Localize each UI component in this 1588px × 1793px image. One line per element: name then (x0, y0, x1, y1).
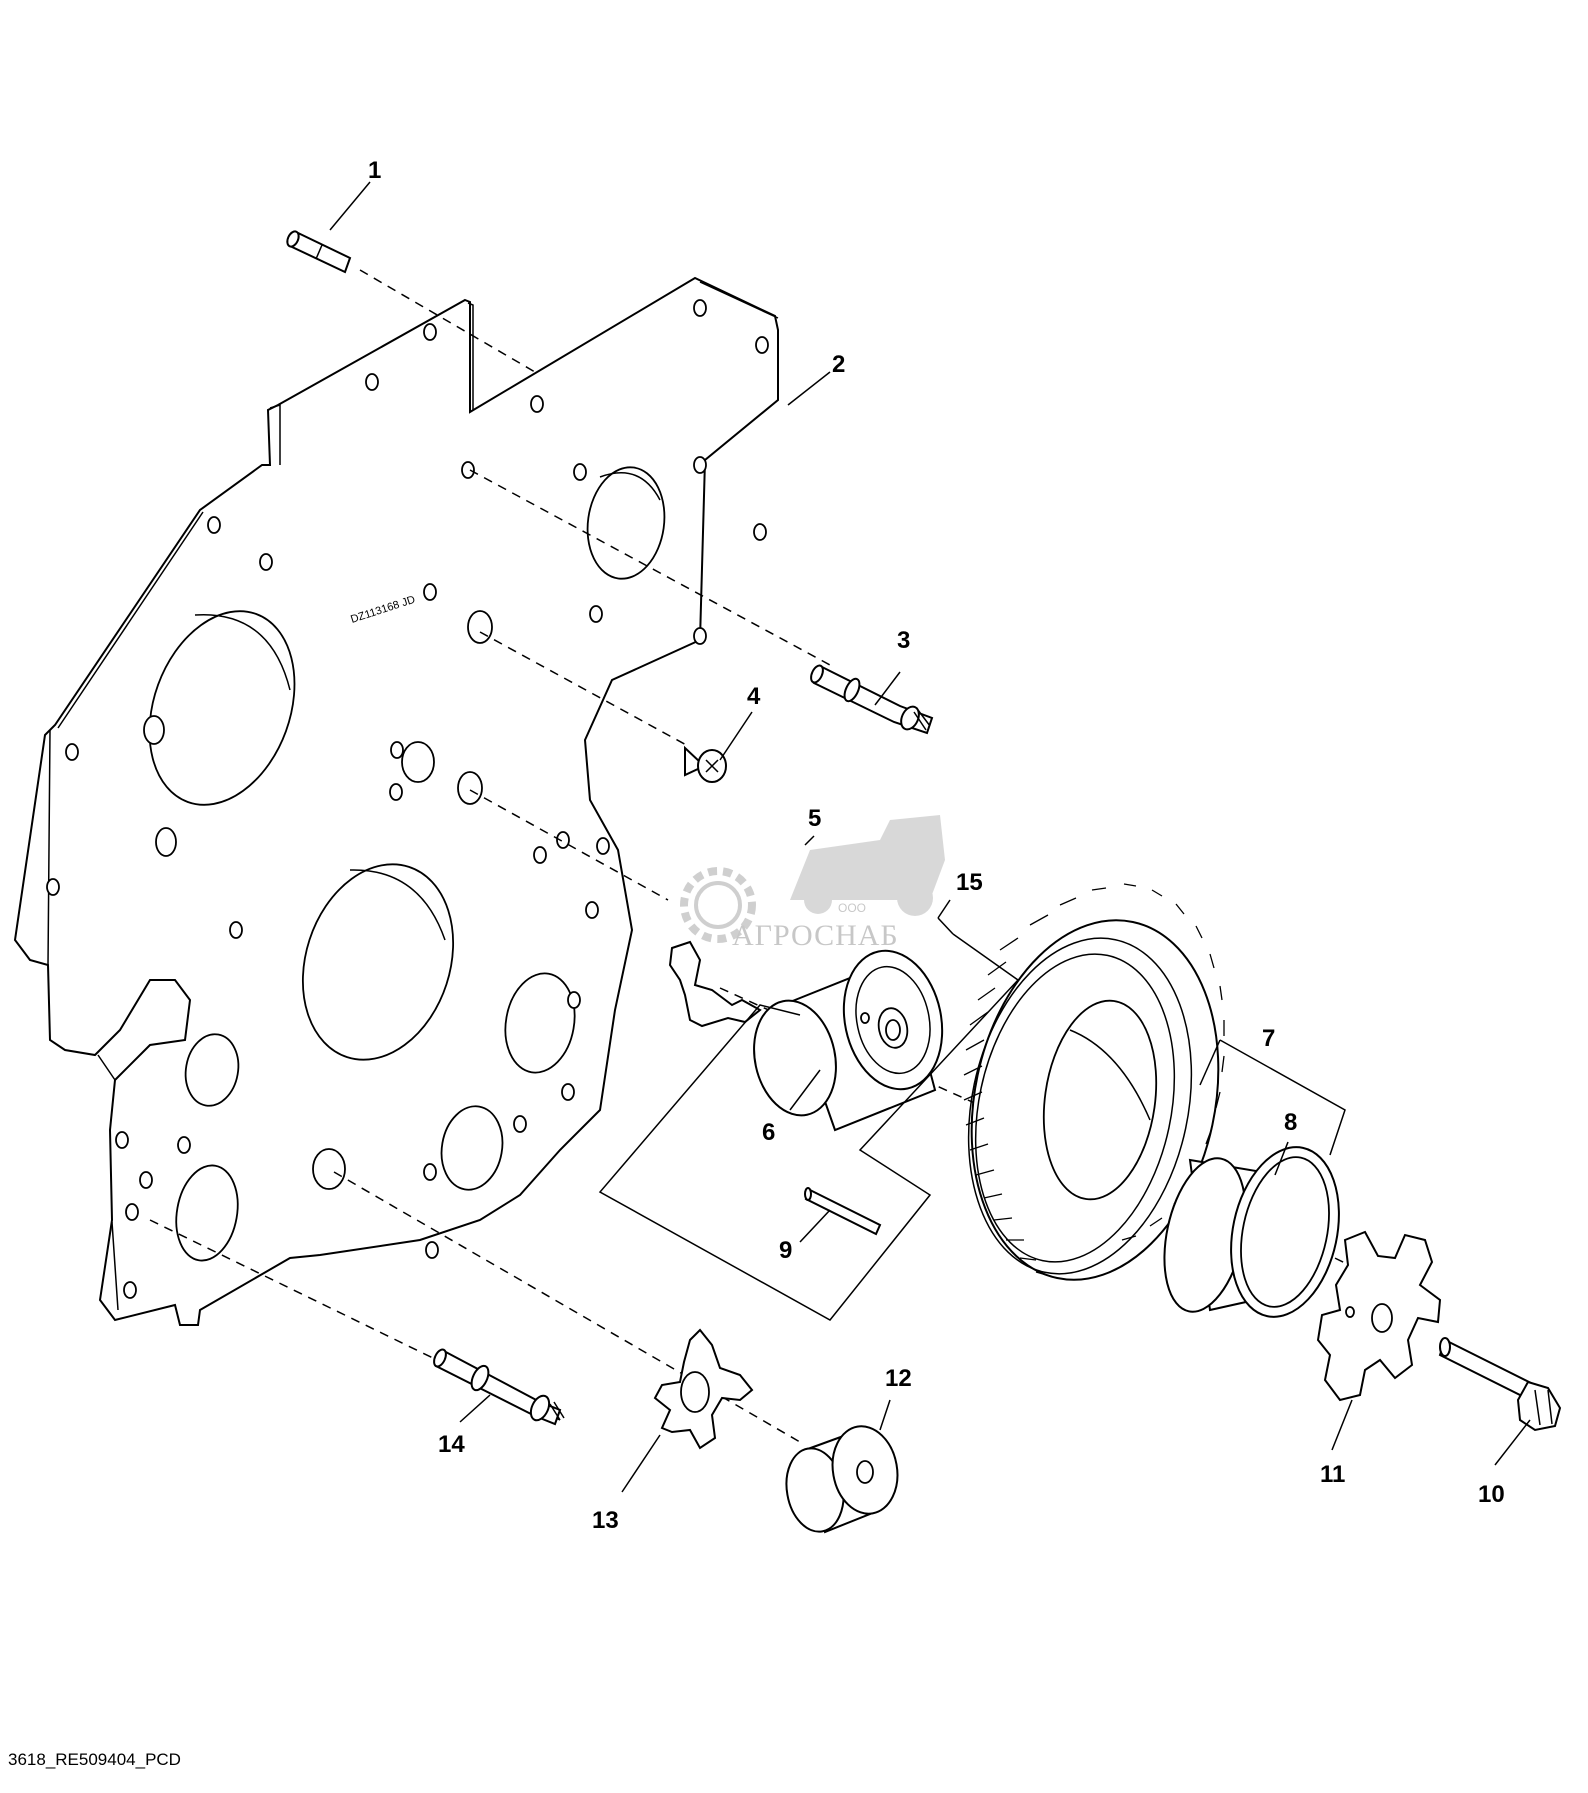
callout-7: 7 (1262, 1025, 1275, 1052)
callout-labels: 1 2 3 4 5 6 7 8 9 10 11 12 13 14 15 (368, 157, 1505, 1534)
harvester-logo-icon (790, 815, 945, 916)
company-watermark: ООО АГРОСНАБ (680, 815, 945, 952)
callout-6: 6 (762, 1119, 775, 1146)
watermark-name: АГРОСНАБ (732, 919, 899, 952)
callout-5: 5 (808, 805, 821, 832)
part-7-idler-gear (963, 883, 1225, 1281)
callout-2: 2 (832, 351, 845, 378)
part-5-thrust-washer (668, 940, 762, 1028)
callout-10: 10 (1478, 1481, 1505, 1508)
callout-14: 14 (438, 1431, 465, 1458)
watermark-prefix: ООО (838, 901, 866, 915)
part-3-idler-shaft (810, 664, 934, 735)
part-12-spacer (785, 1425, 899, 1534)
callout-13: 13 (592, 1507, 619, 1534)
callout-15: 15 (956, 869, 983, 896)
callout-9: 9 (779, 1237, 792, 1264)
part-11-thrust-retainer (1316, 1230, 1442, 1402)
assembly-group-brackets (598, 917, 1346, 1321)
part-8-bushing (1163, 1146, 1340, 1318)
gear-logo-icon (680, 867, 756, 943)
callout-12: 12 (885, 1365, 912, 1392)
part-6-idler-hub (753, 949, 944, 1132)
part-10-hex-bolt (1438, 1337, 1562, 1432)
callout-3: 3 (897, 627, 910, 654)
callout-1: 1 (368, 157, 381, 184)
part-9-roll-pin (804, 1187, 882, 1236)
callout-8: 8 (1284, 1109, 1297, 1136)
part-13-thrust-washer (653, 1328, 754, 1450)
callout-4: 4 (747, 683, 761, 710)
leader-lines (329, 181, 1531, 1493)
part-14-shaft (433, 1348, 565, 1426)
part-1-dowel-pin (286, 230, 352, 274)
part-2-housing-plate: DZ113168 JD (13, 276, 779, 1326)
callout-11: 11 (1320, 1461, 1345, 1488)
part-4-screw (684, 745, 727, 783)
drawing-id-label: 3618_RE509404_PCD (8, 1750, 181, 1769)
gear-teeth (963, 883, 1225, 1277)
